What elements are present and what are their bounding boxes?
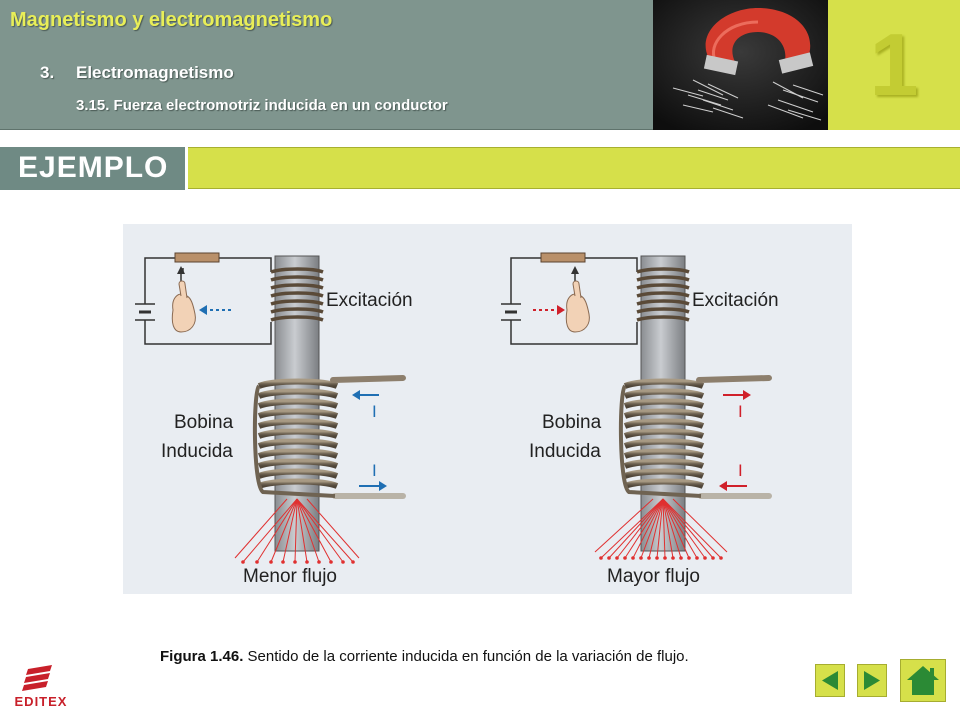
right-current-bottom: I — [738, 461, 743, 480]
figure-caption: Figura 1.46. Sentido de la corriente ind… — [160, 648, 689, 665]
left-diagram: Excitación Bobina Inducida I I Menor flu… — [135, 252, 413, 587]
header: Magnetismo y electromagnetismo 3. Electro… — [0, 0, 960, 130]
home-icon — [907, 666, 939, 695]
right-current-top: I — [738, 402, 743, 421]
chapter-number: 1 — [869, 15, 919, 114]
caption-prefix: Figura 1.46. — [160, 648, 244, 665]
example-banner: EJEMPLO — [0, 147, 960, 190]
arrow-right-icon — [864, 671, 880, 690]
right-flux-label: Mayor flujo — [607, 566, 700, 587]
section-heading: 3. Electromagnetismo — [40, 63, 234, 83]
left-coil-label-1: Bobina — [174, 412, 234, 433]
arrow-left-icon — [822, 671, 838, 690]
right-coil-label-1: Bobina — [542, 412, 602, 433]
caption-text: Sentido de la corriente inducida en func… — [243, 648, 689, 665]
example-label-text: EJEMPLO — [18, 151, 169, 184]
left-excitation-label: Excitación — [326, 290, 413, 311]
section-title: Electromagnetismo — [76, 63, 234, 82]
left-current-top: I — [372, 402, 377, 421]
header-title-area: Magnetismo y electromagnetismo 3. Electro… — [0, 0, 653, 130]
logo-text: EDITEX — [14, 694, 68, 709]
magnet-photo — [653, 0, 828, 130]
home-button[interactable] — [900, 659, 946, 702]
chapter-badge: 1 — [828, 0, 960, 130]
section-number: 3. — [40, 63, 55, 82]
left-coil-label-2: Inducida — [161, 441, 233, 462]
induction-figure: Excitación Bobina Inducida I I Menor flu… — [123, 224, 852, 594]
editex-logo-icon — [22, 665, 52, 691]
example-label: EJEMPLO — [0, 147, 188, 190]
next-button[interactable] — [857, 664, 887, 697]
left-current-bottom: I — [372, 461, 377, 480]
subsection-heading: 3.15. Fuerza electromotriz inducida en u… — [76, 97, 448, 114]
right-coil-label-2: Inducida — [529, 441, 601, 462]
page-title: Magnetismo y electromagnetismo — [10, 9, 333, 31]
right-excitation-label: Excitación — [692, 290, 779, 311]
editex-logo: EDITEX — [8, 663, 74, 713]
prev-button[interactable] — [815, 664, 845, 697]
right-diagram: Excitación Bobina Inducida I I Mayor flu… — [501, 252, 779, 587]
left-flux-label: Menor flujo — [243, 566, 337, 587]
